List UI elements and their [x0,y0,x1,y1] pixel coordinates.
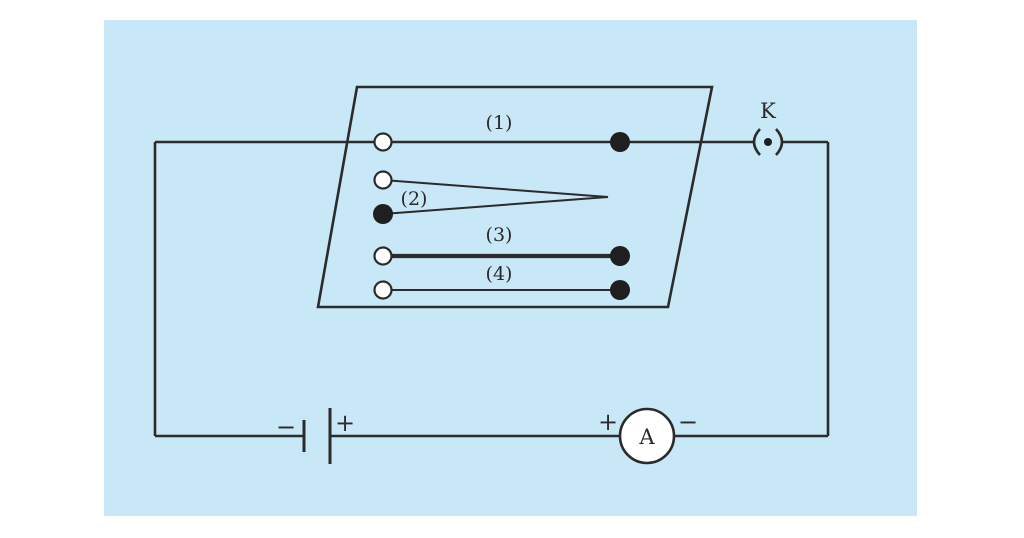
terminal-1-filled [610,132,630,152]
key-left-bracket [752,128,761,156]
ammeter-label: A [638,425,655,449]
circuit-wires [153,140,830,438]
wire-label-2: (2) [401,188,428,210]
terminal-1-open [373,132,393,152]
terminal-2-filled [373,204,393,224]
key-dot [764,138,772,146]
key-right-bracket [775,128,784,156]
ammeter-positive-sign: + [598,408,618,436]
wire-label-1: (1) [486,112,513,134]
terminal-3-open [373,246,393,266]
battery-positive-sign: + [335,409,355,437]
wire-2 [382,179,609,215]
filled-terminals [373,132,630,300]
terminal-3-filled [610,246,630,266]
wire-label-3: (3) [486,224,513,246]
ammeter: A + − [598,407,698,465]
terminal-4-filled [610,280,630,300]
key-label: K [760,99,776,123]
battery: − + [276,408,355,464]
terminal-2-open [373,170,393,190]
ammeter-negative-sign: − [678,408,698,436]
terminal-4-open [373,280,393,300]
wire-label-4: (4) [486,263,513,285]
battery-negative-sign: − [276,413,296,441]
resistance-board [316,85,714,309]
diagram-background [104,20,917,516]
plug-key: K [752,99,784,156]
ammeter-circle [618,407,676,465]
open-terminals [373,132,393,300]
